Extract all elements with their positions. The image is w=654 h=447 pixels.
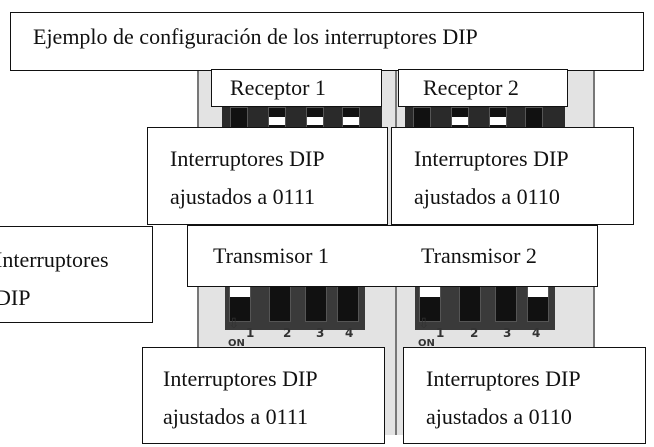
- side-label-line: DIP: [0, 285, 31, 310]
- caption-line: ajustados a 0111: [163, 404, 309, 429]
- receiver-1-dip-switch: [222, 105, 382, 131]
- dip-switch-4: [527, 282, 549, 322]
- dip-switch-side-label: Interruptores DIP: [0, 226, 153, 323]
- switch-knob: [269, 117, 285, 125]
- receiver-1-label: Receptor 1: [211, 69, 382, 107]
- receiver-2-name: Receptor 2: [423, 75, 519, 100]
- caption-line: Interruptores DIP: [163, 366, 318, 391]
- dip-switch-4: [342, 107, 360, 131]
- dip-switch-3: [489, 107, 507, 131]
- on-arrow-icon: ⇩: [418, 316, 430, 332]
- switch-knob: [452, 117, 468, 125]
- caption-line: ajustados a 0110: [414, 184, 560, 209]
- switch-knob: [307, 117, 323, 125]
- dip-switch-3: [305, 282, 327, 322]
- dip-switch-2: [459, 282, 481, 322]
- transmitters-label-box: Transmisor 1 Transmisor 2: [187, 225, 598, 287]
- switch-number: 3: [503, 326, 512, 340]
- switch-number: 2: [470, 326, 479, 340]
- caption-line: Interruptores DIP: [426, 366, 581, 391]
- receiver-2-caption: Interruptores DIP ajustados a 0110: [391, 127, 634, 225]
- caption-line: Interruptores DIP: [414, 146, 569, 171]
- transmitter-1-name: Transmisor 1: [213, 243, 329, 268]
- receiver-2-dip-switch: [405, 105, 565, 131]
- switch-knob: [490, 117, 506, 125]
- receiver-1-caption: Interruptores DIP ajustados a 0111: [147, 127, 388, 225]
- title-text: Ejemplo de configuración de los interrup…: [33, 24, 478, 49]
- dip-switch-2: [269, 282, 291, 322]
- on-label: ON: [228, 338, 245, 349]
- receiver-2-label: Receptor 2: [398, 69, 568, 107]
- caption-line: ajustados a 0111: [170, 184, 316, 209]
- switch-number: 2: [283, 326, 292, 340]
- on-label: ON: [418, 338, 435, 349]
- switch-knob: [343, 117, 359, 125]
- dip-switch-2: [451, 107, 469, 131]
- dip-switch-3: [495, 282, 517, 322]
- caption-line: ajustados a 0110: [426, 404, 572, 429]
- transmitter-1-caption: Interruptores DIP ajustados a 0111: [142, 347, 385, 444]
- on-arrow-icon: ⇩: [228, 316, 240, 332]
- switch-number: 4: [532, 326, 541, 340]
- side-label-line: Interruptores: [0, 247, 109, 272]
- caption-line: Interruptores DIP: [170, 146, 325, 171]
- switch-number: 4: [345, 326, 354, 340]
- transmitter-2-caption: Interruptores DIP ajustados a 0110: [403, 347, 646, 444]
- receiver-1-name: Receptor 1: [230, 75, 326, 100]
- switch-number: 1: [436, 326, 445, 340]
- dip-switch-4: [337, 282, 359, 322]
- switch-number: 1: [246, 326, 255, 340]
- diagram-title: Ejemplo de configuración de los interrup…: [10, 12, 644, 71]
- transmitter-2-name: Transmisor 2: [421, 243, 537, 268]
- switch-number: 3: [316, 326, 325, 340]
